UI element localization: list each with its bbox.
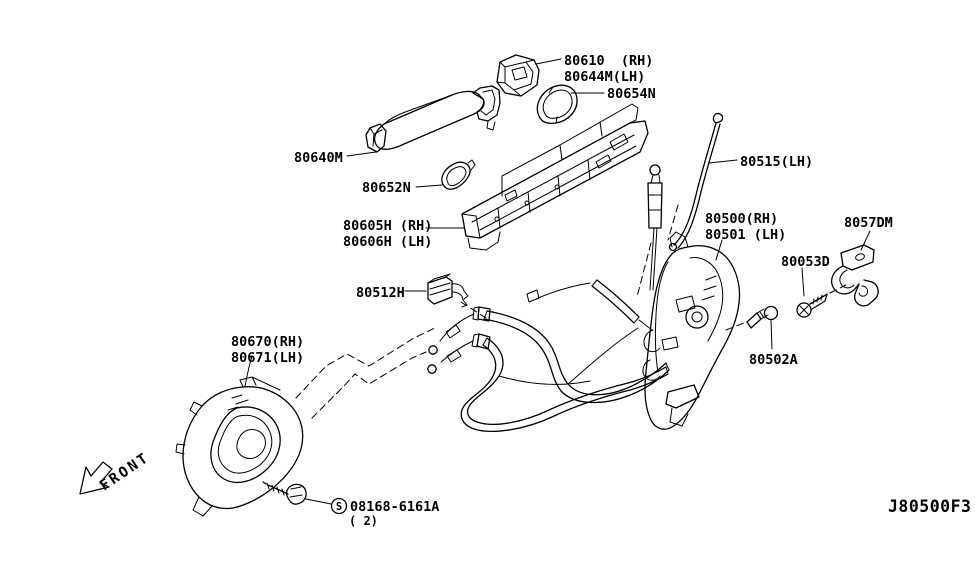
callout-outside-handle: 80640M bbox=[294, 150, 343, 166]
escutcheon-part-drawing bbox=[496, 54, 540, 97]
lock-screw-part-drawing bbox=[725, 305, 779, 331]
inside-handle-part-drawing bbox=[175, 376, 304, 517]
callout-mount-bolt: 08168-6161A bbox=[350, 499, 439, 515]
front-seal-part-drawing bbox=[441, 159, 476, 190]
callout-inside-handle-line2: 80671(LH) bbox=[231, 350, 304, 366]
knob-bracket-part-drawing bbox=[427, 273, 487, 319]
callout-knob-bracket: 80512H bbox=[356, 285, 405, 301]
striker-screw-part-drawing bbox=[796, 284, 847, 318]
callout-handle-bracket-line2: 80606H (LH) bbox=[343, 234, 432, 250]
callout-door-lock-line2: 80501 (LH) bbox=[705, 227, 786, 243]
callout-escutcheon-line2: 80644M(LH) bbox=[564, 69, 645, 85]
alignment-dashed-links bbox=[295, 327, 436, 419]
callout-door-lock-line1: 80500(RH) bbox=[705, 211, 778, 227]
mount-bolt-part-drawing bbox=[262, 481, 307, 505]
front-label: FRONT bbox=[97, 450, 153, 495]
callout-lock-rod: 80515(LH) bbox=[740, 154, 813, 170]
callout-escutcheon-line1: 80610 (RH) bbox=[564, 53, 653, 69]
callout-handle-bracket-line1: 80605H (RH) bbox=[343, 218, 432, 234]
front-direction-arrow bbox=[79, 461, 113, 495]
leader-lines bbox=[244, 58, 871, 505]
lock-rod-part-drawing bbox=[636, 112, 724, 298]
callout-striker-screw: 80053D bbox=[781, 254, 830, 270]
fastener-callout: S 08168-6161A ( 2) bbox=[330, 497, 439, 528]
striker-part-drawing bbox=[830, 244, 879, 307]
lock-cables-drawing bbox=[427, 279, 670, 432]
callout-mount-bolt-qty: ( 2) bbox=[349, 514, 378, 528]
diagram-code: J80500F3 bbox=[888, 497, 971, 516]
fastener-symbol-letter: S bbox=[336, 501, 342, 513]
outside-handle-part-drawing bbox=[365, 85, 501, 153]
door-lock-part-drawing bbox=[642, 231, 741, 430]
callout-lock-screw: 80502A bbox=[749, 352, 798, 368]
callout-striker: 8057DM bbox=[844, 215, 893, 231]
callout-front-seal: 80652N bbox=[362, 180, 411, 196]
fastener-symbol-circle bbox=[330, 497, 348, 515]
callout-inside-handle-line1: 80670(RH) bbox=[231, 334, 304, 350]
handle-bracket-part-drawing bbox=[461, 103, 649, 251]
rear-seal-part-drawing bbox=[536, 84, 578, 124]
callout-rear-seal: 80654N bbox=[607, 86, 656, 102]
